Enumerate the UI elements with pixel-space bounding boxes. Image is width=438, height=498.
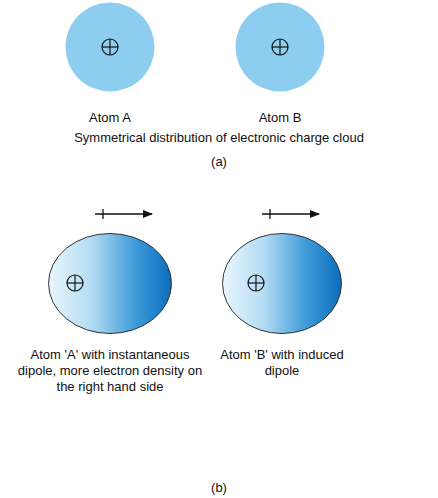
atom-shape	[235, 2, 325, 92]
atom-dipole-ellipse: Atom 'B' with induced dipole	[222, 233, 342, 334]
atom-circle: Atom B	[235, 2, 325, 92]
electron-cloud	[66, 3, 155, 92]
panel-label: (b)	[211, 480, 227, 496]
atom-label: Atom 'A' with instantaneous dipole, more…	[12, 347, 208, 395]
dipole-arrow	[95, 209, 152, 219]
nucleus-symbol	[102, 39, 118, 55]
electron-cloud	[236, 3, 325, 92]
nucleus-symbol	[248, 275, 264, 291]
atom-dipole-ellipse: Atom 'A' with instantaneous dipole, more…	[48, 233, 172, 334]
electron-cloud	[223, 234, 342, 334]
atom-label: Atom A	[30, 110, 190, 126]
atom-shape	[222, 233, 342, 334]
nucleus-symbol	[272, 39, 288, 55]
atom-label: Atom 'B' with induced dipole	[212, 347, 352, 379]
caption-note: Symmetrical distribution of electronic c…	[74, 130, 364, 146]
nucleus-symbol	[67, 275, 83, 291]
panel-label: (a)	[211, 154, 227, 170]
dipole-arrow	[262, 209, 319, 219]
electron-cloud	[49, 234, 172, 334]
atom-shape	[65, 2, 155, 92]
atom-circle: Atom A	[65, 2, 155, 92]
atom-shape	[48, 233, 172, 334]
atom-label: Atom B	[200, 110, 360, 126]
